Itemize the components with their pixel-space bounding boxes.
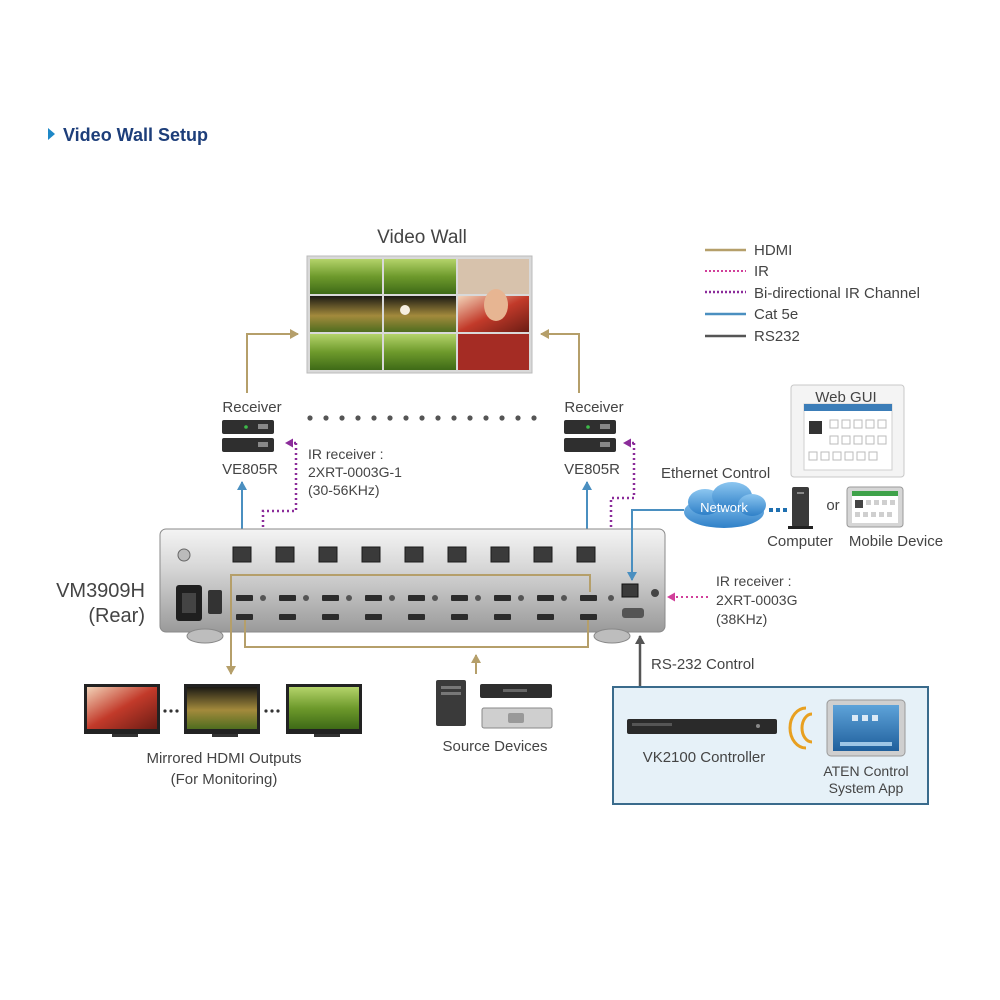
rs232-control-label: RS-232 Control bbox=[651, 656, 754, 673]
ir-receiver-2-line-3: (38KHz) bbox=[716, 611, 767, 627]
monitor-dots-1 bbox=[163, 709, 179, 713]
receiver-left-title: Receiver bbox=[222, 399, 281, 416]
network-label: Network bbox=[700, 500, 748, 515]
matrix-side: (Rear) bbox=[88, 605, 145, 627]
wall-screen-5 bbox=[384, 296, 456, 332]
network-cloud-icon bbox=[684, 482, 766, 528]
web-gui-label: Web GUI bbox=[815, 389, 876, 406]
ir-receiver-1-line-1: IR receiver : bbox=[308, 446, 383, 462]
computer-icon bbox=[788, 487, 813, 529]
app-label-line-1: ATEN Control bbox=[823, 763, 908, 779]
monitor-tv-1 bbox=[84, 684, 160, 737]
wall-screen-4 bbox=[310, 296, 382, 332]
receiver-left-model: VE805R bbox=[222, 461, 278, 478]
controller-label: VK2100 Controller bbox=[643, 749, 766, 766]
matrix-switch-rear bbox=[159, 528, 666, 644]
wall-screen-9 bbox=[458, 334, 529, 370]
bidir-ir-line-right bbox=[606, 443, 636, 591]
monitor-dots-2 bbox=[264, 709, 280, 713]
wall-screen-7 bbox=[310, 334, 382, 370]
hdmi-line-right-receiver bbox=[540, 329, 580, 393]
source-pc-tower-icon bbox=[436, 680, 466, 726]
web-gui-panel bbox=[790, 384, 905, 478]
source-player-icon bbox=[480, 684, 553, 729]
ir-receiver-1-line-2: 2XRT-0003G-1 bbox=[308, 464, 402, 480]
video-wall bbox=[306, 255, 533, 374]
legend-cat5e-label: Cat 5e bbox=[754, 306, 798, 323]
network-dots bbox=[769, 508, 787, 512]
page-title: Video Wall Setup bbox=[63, 125, 208, 145]
legend: HDMI IR Bi-directional IR Channel Cat 5e… bbox=[705, 242, 920, 345]
wall-screen-1 bbox=[310, 259, 382, 294]
receiver-right-title: Receiver bbox=[564, 399, 623, 416]
video-wall-title: Video Wall bbox=[377, 227, 467, 248]
wall-screen-8 bbox=[384, 334, 456, 370]
hdmi-line-left-receiver bbox=[246, 329, 299, 393]
heading-arrow-icon bbox=[48, 128, 55, 140]
wall-screen-2 bbox=[384, 259, 456, 294]
tablet-app-icon bbox=[826, 699, 906, 757]
mirrored-outputs-line-2: (For Monitoring) bbox=[171, 771, 278, 788]
receiver-right-model: VE805R bbox=[564, 461, 620, 478]
app-label-line-2: System App bbox=[829, 780, 904, 796]
mirrored-outputs-line-1: Mirrored HDMI Outputs bbox=[146, 750, 301, 767]
monitor-tv-2 bbox=[184, 684, 260, 737]
legend-bidir-ir-label: Bi-directional IR Channel bbox=[754, 285, 920, 302]
computer-label: Computer bbox=[767, 533, 833, 550]
wall-screen-3 bbox=[458, 259, 529, 294]
hdmi-line-source-bracket bbox=[244, 620, 589, 648]
legend-ir-label: IR bbox=[754, 263, 769, 280]
receiver-left-icon bbox=[222, 420, 274, 452]
wireless-signal-icon bbox=[788, 706, 813, 750]
source-devices-label: Source Devices bbox=[442, 738, 547, 755]
mobile-device-label: Mobile Device bbox=[849, 533, 943, 550]
ir-receiver-2-line-2: 2XRT-0003G bbox=[716, 592, 797, 608]
or-label: or bbox=[826, 497, 839, 514]
legend-rs232-label: RS232 bbox=[754, 328, 800, 345]
ir-receiver-2-line-1: IR receiver : bbox=[716, 573, 791, 589]
receiver-right-icon bbox=[564, 420, 616, 452]
ethernet-control-label: Ethernet Control bbox=[661, 465, 770, 482]
monitor-tv-3 bbox=[286, 684, 362, 737]
matrix-model: VM3909H bbox=[56, 580, 145, 602]
cat5e-line-ethernet bbox=[627, 509, 684, 581]
more-receivers-dots bbox=[307, 415, 537, 421]
vk2100-controller-icon bbox=[627, 719, 777, 734]
hdmi-line-mirrored-outputs bbox=[226, 574, 591, 675]
ir-receiver-1-line-3: (30-56KHz) bbox=[308, 482, 380, 498]
legend-hdmi-label: HDMI bbox=[754, 242, 792, 259]
control-system-panel bbox=[612, 686, 929, 805]
mobile-device-icon bbox=[846, 486, 904, 528]
